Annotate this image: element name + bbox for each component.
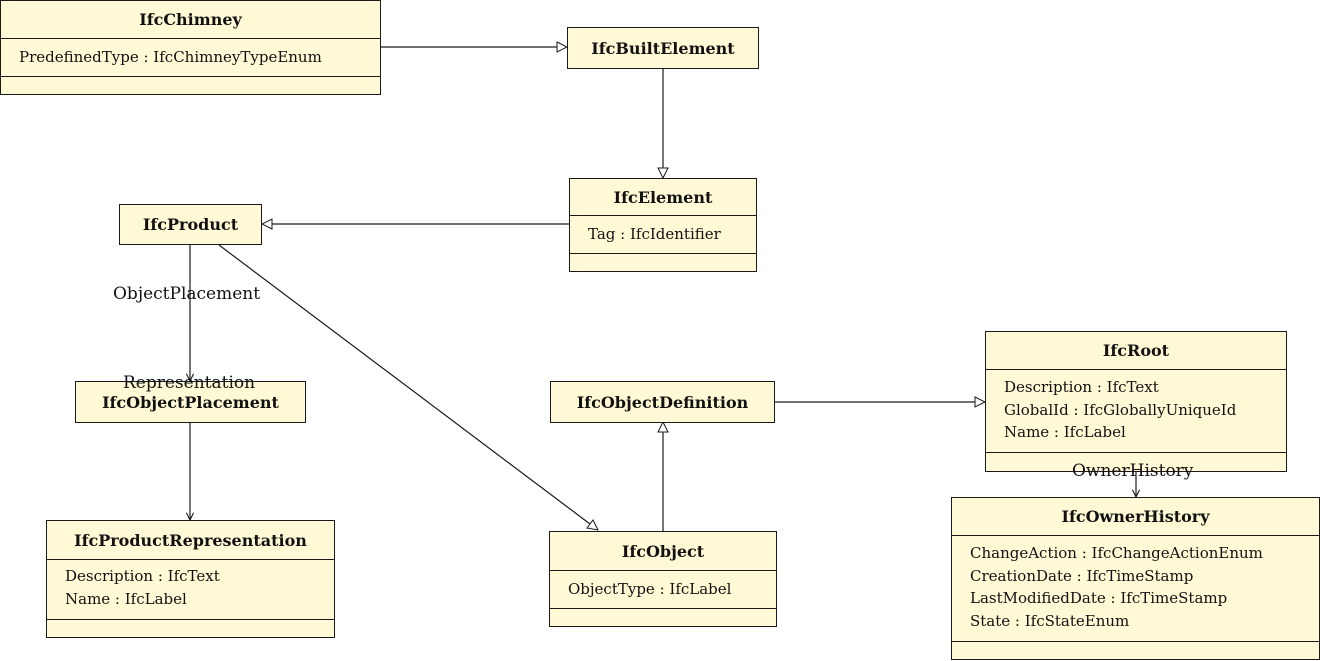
class-ifcownerhistory[interactable]: IfcOwnerHistory ChangeAction : IfcChange…	[951, 497, 1320, 660]
attribute: Description : IfcText	[1004, 378, 1159, 396]
class-name: IfcObjectDefinition	[576, 392, 749, 412]
class-name: IfcRoot	[1102, 341, 1170, 360]
class-ifcobject[interactable]: IfcObject ObjectType : IfcLabel	[549, 531, 777, 627]
generalization-product-object	[218, 244, 598, 530]
class-name: IfcElement	[613, 187, 713, 207]
attribute: CreationDate : IfcTimeStamp	[970, 566, 1194, 585]
attribute: PredefinedType : IfcChimneyTypeEnum	[19, 48, 322, 66]
class-ifcchimney[interactable]: IfcChimney PredefinedType : IfcChimneyTy…	[0, 0, 381, 95]
class-attributes: ObjectType : IfcLabel	[550, 570, 776, 608]
class-ifcproductrepresentation[interactable]: IfcProductRepresentation Description : I…	[46, 520, 335, 638]
attribute: ChangeAction : IfcChangeActionEnum	[970, 544, 1263, 562]
class-name: IfcProductRepresentation	[74, 530, 307, 550]
attribute: ObjectType : IfcLabel	[568, 580, 732, 598]
attribute: Tag : IfcIdentifier	[588, 225, 721, 243]
class-attributes: Description : IfcText Name : IfcLabel	[47, 559, 334, 619]
class-ifcproduct[interactable]: IfcProduct	[119, 204, 262, 245]
class-ifcbuiltelement[interactable]: IfcBuiltElement	[567, 27, 759, 69]
class-attributes: PredefinedType : IfcChimneyTypeEnum	[1, 38, 380, 76]
class-name: IfcChimney	[139, 10, 242, 29]
class-operations	[550, 608, 776, 627]
attribute: Name : IfcLabel	[1004, 423, 1126, 441]
class-name: IfcOwnerHistory	[1061, 507, 1210, 526]
edge-label-ownerhistory: OwnerHistory	[1072, 461, 1194, 481]
attribute: GlobalId : IfcGloballyUniqueId	[1004, 400, 1237, 419]
edge-label-representation: Representation	[123, 373, 256, 393]
class-operations	[47, 619, 334, 638]
edge-label-objectplacement: ObjectPlacement	[113, 284, 261, 304]
class-operations	[952, 641, 1319, 660]
class-operations	[570, 253, 756, 272]
class-name: IfcObject	[621, 541, 705, 561]
class-operations	[1, 76, 380, 96]
class-attributes: ChangeAction : IfcChangeActionEnum Creat…	[952, 535, 1319, 641]
class-ifcobjectplacement[interactable]: IfcObjectPlacement	[75, 381, 306, 423]
class-name: IfcProduct	[142, 215, 239, 234]
class-ifcobjectdefinition[interactable]: IfcObjectDefinition	[550, 381, 775, 423]
class-name: IfcObjectPlacement	[102, 392, 279, 412]
attribute: State : IfcStateEnum	[970, 611, 1130, 630]
class-attributes: Description : IfcText GlobalId : IfcGlob…	[986, 369, 1286, 452]
attribute: Name : IfcLabel	[65, 589, 187, 608]
class-attributes: Tag : IfcIdentifier	[570, 215, 756, 253]
attribute: LastModifiedDate : IfcTimeStamp	[970, 589, 1228, 607]
class-ifcelement[interactable]: IfcElement Tag : IfcIdentifier	[569, 178, 757, 272]
class-name: IfcBuiltElement	[591, 38, 735, 58]
attribute: Description : IfcText	[65, 567, 220, 585]
class-operations	[986, 452, 1286, 472]
class-ifcroot[interactable]: IfcRoot Description : IfcText GlobalId :…	[985, 331, 1287, 472]
